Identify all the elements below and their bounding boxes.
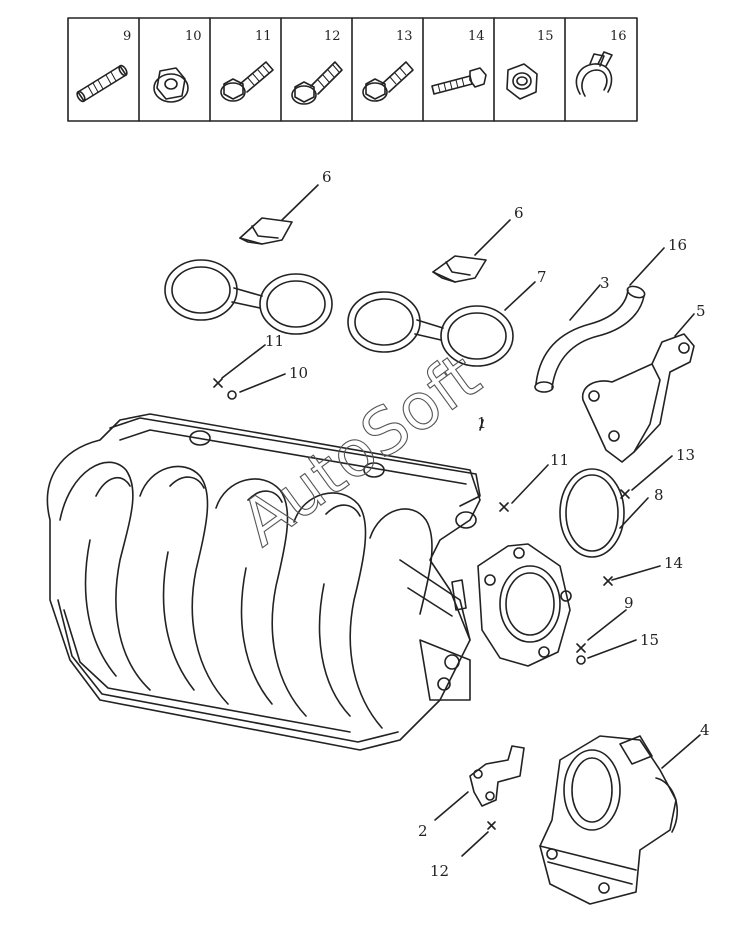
table-cell-number: 14 bbox=[468, 29, 485, 44]
stud-icon bbox=[76, 64, 128, 103]
bolt-marker bbox=[499, 502, 509, 512]
hardware-table: 9 10 11 12 13 14 15 16 bbox=[67, 17, 638, 122]
long-bolt-icon bbox=[431, 67, 487, 95]
callout-14: 14 bbox=[664, 554, 683, 572]
bolt-marker bbox=[213, 378, 223, 388]
table-cell-number: 12 bbox=[324, 29, 341, 44]
callout-4: 4 bbox=[700, 721, 710, 739]
bolt-marker bbox=[620, 489, 630, 499]
table-cell-number: 11 bbox=[255, 29, 272, 44]
callout-5: 5 bbox=[696, 302, 706, 320]
callout-1: 1 bbox=[477, 414, 487, 432]
hex-nut-icon bbox=[506, 63, 538, 100]
bracket-part-5 bbox=[581, 333, 695, 463]
callout-16: 16 bbox=[668, 236, 687, 254]
nut-marker bbox=[576, 655, 586, 665]
clip-part-6a bbox=[239, 217, 293, 245]
flange-bolt-icon bbox=[291, 61, 343, 105]
callout-9: 9 bbox=[624, 594, 634, 612]
flange-bolt-icon bbox=[362, 61, 414, 102]
nut-marker bbox=[227, 390, 237, 400]
callout-6: 6 bbox=[514, 204, 524, 222]
callout-11: 11 bbox=[265, 332, 284, 350]
flange-nut-icon bbox=[153, 67, 189, 103]
intake-gasket-right bbox=[347, 291, 514, 367]
table-cell-number: 10 bbox=[185, 29, 202, 44]
callout-6: 6 bbox=[322, 168, 332, 186]
hose-clamp-icon bbox=[575, 51, 613, 97]
callout-12: 12 bbox=[430, 862, 449, 880]
callout-13: 13 bbox=[676, 446, 695, 464]
callout-11: 11 bbox=[550, 451, 569, 469]
callout-8: 8 bbox=[654, 486, 664, 504]
clip-part-6b bbox=[432, 255, 487, 283]
callout-2: 2 bbox=[418, 822, 428, 840]
bolt-marker bbox=[487, 821, 496, 830]
table-cell-number: 9 bbox=[123, 29, 131, 44]
vacuum-hose-part-3 bbox=[534, 285, 646, 393]
callout-3: 3 bbox=[600, 274, 610, 292]
leader-lines bbox=[221, 184, 701, 857]
sensor-part-2 bbox=[469, 745, 525, 807]
throttle-body-part-4 bbox=[539, 735, 678, 905]
flange-bolt-icon bbox=[220, 61, 274, 102]
table-cell-number: 16 bbox=[610, 29, 627, 44]
table-cell-number: 13 bbox=[396, 29, 413, 44]
intake-gasket-left bbox=[164, 259, 333, 335]
callout-labels: 6 6 7 16 3 5 11 10 1 11 13 8 14 9 15 4 2… bbox=[265, 168, 710, 880]
fastener-markers bbox=[213, 378, 630, 830]
callout-7: 7 bbox=[537, 268, 547, 286]
callout-10: 10 bbox=[289, 364, 308, 382]
callout-15: 15 bbox=[640, 631, 659, 649]
o-ring-part-8 bbox=[559, 468, 625, 558]
intake-manifold bbox=[46, 413, 572, 751]
table-cell-number: 15 bbox=[537, 29, 554, 44]
bolt-marker bbox=[603, 576, 613, 586]
stud-marker bbox=[576, 643, 586, 653]
